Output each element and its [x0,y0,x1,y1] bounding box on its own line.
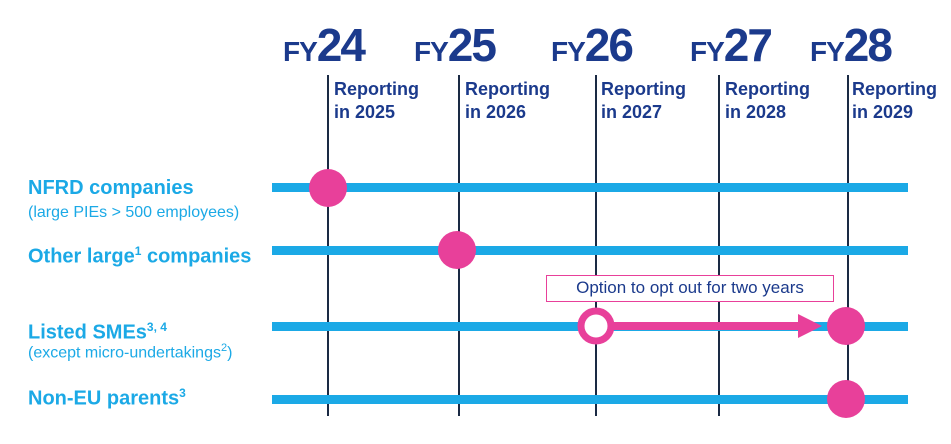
footnote-ref: 1 [134,244,142,258]
row-sublabel-text: (except micro-undertakings [28,344,221,362]
fy-number: 27 [723,19,773,71]
row-sublabel-text-end: ) [227,344,233,362]
row-label-text-end: companies [141,245,252,268]
row-bar-non-eu [272,395,908,404]
reporting-label-fy28: Reporting in 2029 [852,78,937,124]
reporting-label-fy26: Reporting in 2027 [601,78,686,124]
footnote-ref: 3, 4 [146,320,167,334]
reporting-label-fy25: Reporting in 2026 [465,78,550,124]
milestone-nfrd-fy24 [309,169,347,207]
reporting-line1: Reporting [725,79,810,99]
footnote-ref: 3 [179,386,186,400]
row-bar-nfrd [272,183,908,192]
opt-out-arrow-shaft [606,322,802,330]
reporting-line2: in 2025 [334,102,396,122]
reporting-line2: in 2028 [725,102,787,122]
row-label-text: Other large [28,245,135,268]
fy-number: 28 [843,19,893,71]
row-label-text: Listed SMEs [28,321,147,344]
milestone-listed-smes-fy28 [827,307,865,345]
reporting-line1: Reporting [852,79,937,99]
reporting-label-fy24: Reporting in 2025 [334,78,419,124]
fy-number: 24 [316,19,366,71]
row-label-text: NFRD companies [28,177,194,199]
row-label-text: Non-EU parents [28,387,180,410]
reporting-line2: in 2029 [852,102,914,122]
fy-prefix: FY [551,36,586,67]
row-label-listed-smes: Listed SMEs3, 4 [28,315,167,345]
fy-prefix: FY [690,36,725,67]
fy-label-fy27: FY27 [690,18,773,72]
row-bar-other-large [272,246,908,255]
row-label-other-large: Other large1 companies [28,239,251,269]
footnote-ref: 2 [220,342,228,354]
reporting-line1: Reporting [334,79,419,99]
reporting-label-fy27: Reporting in 2028 [725,78,810,124]
fy-label-fy25: FY25 [414,18,497,72]
row-sublabel-nfrd: (large PIEs > 500 employees) [28,204,239,222]
fy-number: 26 [584,19,634,71]
milestone-other-large-fy25 [438,231,476,269]
reporting-line1: Reporting [465,79,550,99]
reporting-line2: in 2026 [465,102,527,122]
row-sublabel-text: (large PIEs > 500 employees) [28,204,240,221]
fy-prefix: FY [283,36,318,67]
fy-label-fy24: FY24 [283,18,366,72]
milestone-listed-smes-fy26-optional [577,307,615,345]
fy-label-fy28: FY28 [810,18,893,72]
row-label-non-eu: Non-EU parents3 [28,381,186,411]
opt-out-arrow-head [798,314,822,338]
opt-out-callout: Option to opt out for two years [546,275,834,302]
milestone-non-eu-fy28 [827,380,865,418]
row-label-nfrd: NFRD companies [28,176,194,200]
fy-prefix: FY [414,36,449,67]
reporting-line2: in 2027 [601,102,663,122]
reporting-line1: Reporting [601,79,686,99]
fy-label-fy26: FY26 [551,18,634,72]
fy-number: 25 [447,19,497,71]
fy-prefix: FY [810,36,845,67]
row-sublabel-listed-smes: (except micro-undertakings2) [28,342,232,362]
